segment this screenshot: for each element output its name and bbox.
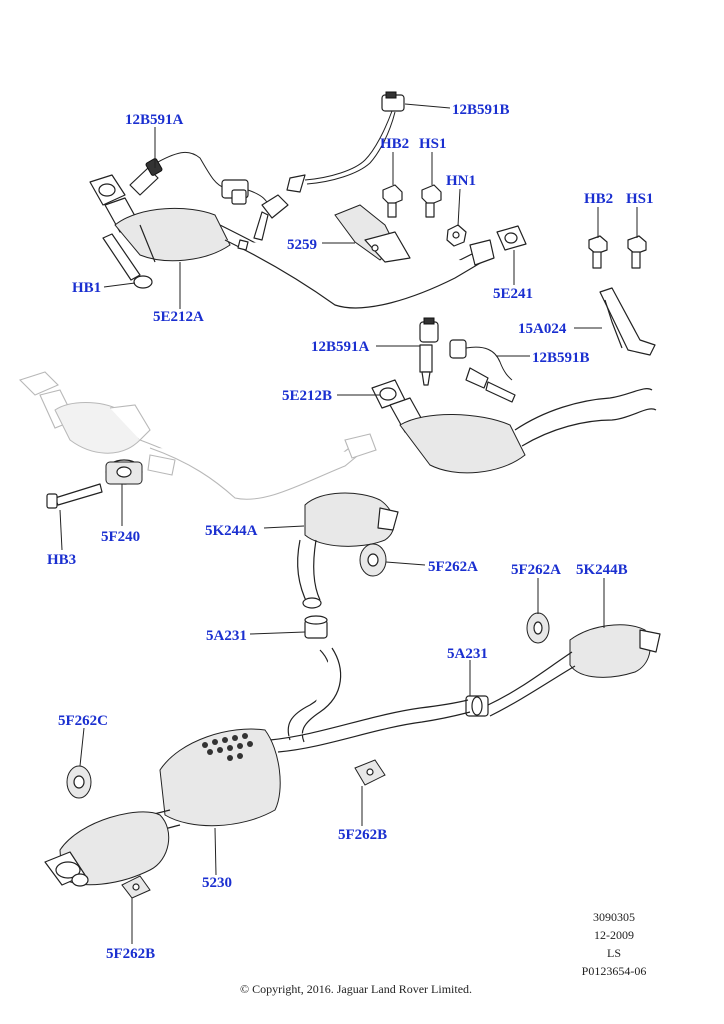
callout-5E212A: 5E212A	[153, 309, 204, 325]
clamp-5A231-left	[304, 615, 328, 639]
reference-block: 3090305 12-2009 LS P0123654-06	[582, 910, 647, 978]
callout-HB2-top: HB2	[380, 136, 409, 152]
bolt-HB3	[46, 483, 103, 509]
callout-HN1: HN1	[446, 173, 476, 189]
bracket-15A024	[599, 287, 656, 356]
ref-date: 12-2009	[594, 928, 634, 942]
callout-12B591A-top: 12B591A	[125, 112, 184, 128]
bolt-HB1	[102, 233, 153, 289]
callout-5F262A-left: 5F262A	[428, 559, 478, 575]
isolator-5F240	[105, 459, 143, 485]
callout-HB3: HB3	[47, 552, 76, 568]
callout-5K244B: 5K244B	[576, 562, 628, 578]
callout-5F262B-bottom: 5F262B	[106, 946, 155, 962]
bolt-HB2-right	[588, 235, 608, 269]
callout-5K244A: 5K244A	[205, 523, 258, 539]
callout-HS1-right: HS1	[626, 191, 654, 207]
bolt-HB2-top	[382, 184, 403, 218]
callout-5F262A-right: 5F262A	[511, 562, 561, 578]
callout-12B591B-mid: 12B591B	[532, 350, 590, 366]
isolator-5F262C	[66, 765, 92, 799]
callout-5F262B-right: 5F262B	[338, 827, 387, 843]
ref-number: 3090305	[593, 910, 635, 924]
callout-5E241: 5E241	[493, 286, 533, 302]
callout-5230: 5230	[202, 875, 232, 891]
callout-HB2-right: HB2	[584, 191, 613, 207]
oxygen-sensor-12B591B-mid	[449, 339, 516, 403]
stud-HS1-top	[421, 184, 442, 218]
callout-labels: 12B591A 12B591B HB2 HS1 HN1 HB2 HS1 5259…	[47, 102, 654, 962]
ref-part-number: P0123654-06	[582, 964, 647, 978]
left-bank-manifold-catalyst-5E212B	[371, 379, 657, 474]
callout-5A231-left: 5A231	[206, 628, 247, 644]
rear-silencer-5K244B	[569, 624, 661, 678]
right-bank-manifold-catalyst-5E212A	[89, 174, 495, 309]
leader-lines	[59, 103, 638, 944]
ref-code: LS	[607, 946, 621, 960]
centre-silencer-assembly-5230	[44, 647, 576, 887]
callout-5F262C: 5F262C	[58, 713, 108, 729]
nut-HN1	[446, 224, 467, 247]
isolator-5F262A-left	[359, 543, 387, 577]
oxygen-sensor-12B591A-top	[129, 152, 289, 241]
isolator-5F262B-right	[354, 759, 386, 786]
isolator-5F262B-bottom	[121, 875, 151, 899]
oxygen-sensor-12B591A-mid	[419, 317, 439, 386]
callout-12B591B-top: 12B591B	[452, 102, 510, 118]
copyright-notice: © Copyright, 2016. Jaguar Land Rover Lim…	[240, 982, 472, 996]
oxygen-sensor-12B591B-top	[286, 91, 405, 193]
isolator-5F262A-right	[526, 612, 550, 644]
callout-15A024: 15A024	[518, 321, 567, 337]
callout-5F240: 5F240	[101, 529, 140, 545]
callout-5259: 5259	[287, 237, 317, 253]
callout-5E212B: 5E212B	[282, 388, 332, 404]
gasket-5E241	[496, 225, 527, 251]
callout-12B591A-mid: 12B591A	[311, 339, 370, 355]
callout-5A231-right: 5A231	[447, 646, 488, 662]
clamp-5A231-right	[465, 695, 489, 717]
rear-silencer-5K244A	[297, 492, 399, 609]
callout-HB1: HB1	[72, 280, 101, 296]
heat-shield-bracket-5259	[334, 204, 411, 263]
stud-HS1-right	[627, 235, 647, 269]
ghost-left-bank-assembly	[18, 371, 377, 500]
callout-HS1-top: HS1	[419, 136, 447, 152]
